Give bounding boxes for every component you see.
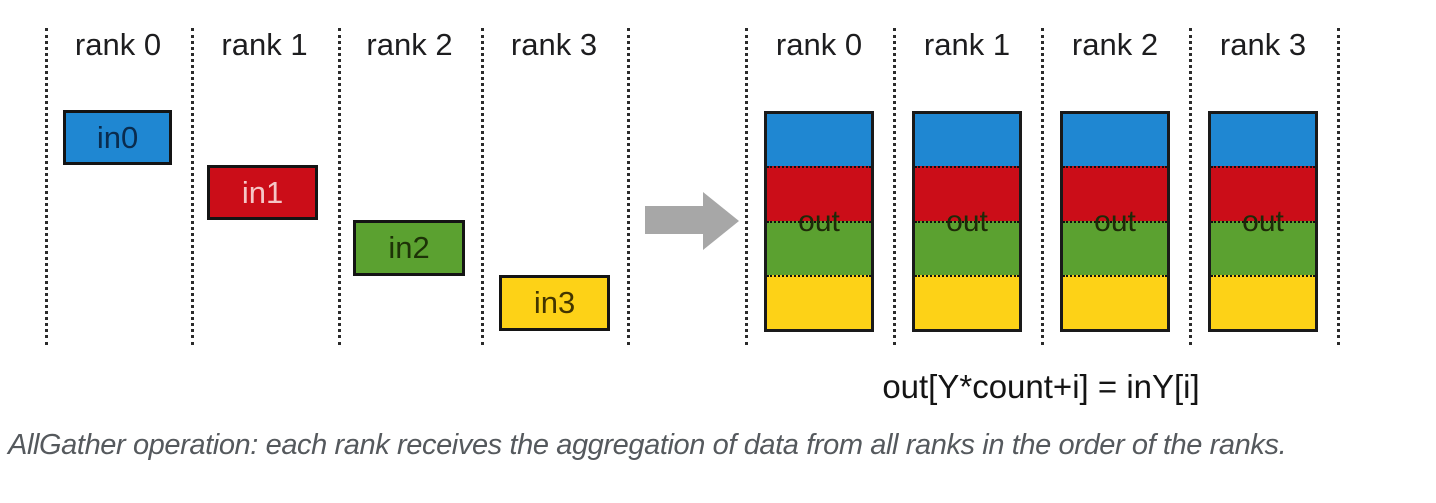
input-buffer-in3: in3 — [499, 275, 610, 331]
rank-divider — [45, 28, 48, 345]
rank-divider — [893, 28, 896, 345]
segment-in2 — [767, 220, 871, 275]
output-buffer-label: out — [946, 204, 988, 238]
segment-in1 — [1063, 166, 1167, 221]
segment-in3 — [915, 274, 1019, 329]
index-formula: out[Y*count+i] = inY[i] — [882, 368, 1200, 405]
input-buffer-in1: in1 — [207, 165, 318, 220]
segment-in2 — [915, 220, 1019, 275]
segment-in3 — [767, 274, 871, 329]
rank-divider — [1337, 28, 1340, 345]
output-stack-rank-2: out — [1060, 111, 1170, 332]
segment-in0 — [1063, 114, 1167, 167]
segment-in0 — [767, 114, 871, 167]
rank-divider — [1041, 28, 1044, 345]
segment-in3 — [1063, 274, 1167, 329]
right-rank-3-label: rank 3 — [1219, 27, 1307, 62]
output-buffer-label: out — [1242, 204, 1284, 238]
segment-in0 — [915, 114, 1019, 167]
output-stack-rank-0: out — [764, 111, 874, 332]
rank-divider — [191, 28, 194, 345]
output-stack-rank-1: out — [912, 111, 1022, 332]
segment-in3 — [1211, 274, 1315, 329]
output-buffer-label: out — [798, 204, 840, 238]
right-rank-1-label: rank 1 — [923, 27, 1011, 62]
segment-in1 — [1211, 166, 1315, 221]
segment-in0 — [1211, 114, 1315, 167]
right-rank-2-label: rank 2 — [1071, 27, 1159, 62]
left-rank-0-label: rank 0 — [74, 27, 162, 62]
rank-divider — [481, 28, 484, 345]
arrow-right-icon — [645, 192, 739, 250]
rank-divider — [745, 28, 748, 345]
rank-divider — [1189, 28, 1192, 345]
arrow-right-shape — [645, 192, 739, 250]
right-rank-0-label: rank 0 — [775, 27, 863, 62]
left-rank-2-label: rank 2 — [366, 27, 453, 62]
rank-divider — [338, 28, 341, 345]
segment-in1 — [767, 166, 871, 221]
left-rank-3-label: rank 3 — [510, 27, 598, 62]
figure-caption: AllGather operation: each rank receives … — [8, 429, 1287, 461]
rank-divider — [627, 28, 630, 345]
input-buffer-in0: in0 — [63, 110, 172, 165]
output-stack-rank-3: out — [1208, 111, 1318, 332]
output-buffer-label: out — [1094, 204, 1136, 238]
input-buffer-in1-label: in1 — [241, 174, 284, 210]
input-buffer-in2-label: in2 — [388, 230, 430, 265]
segment-in2 — [1063, 220, 1167, 275]
segment-in1 — [915, 166, 1019, 221]
segment-in2 — [1211, 220, 1315, 275]
input-buffer-in0-label: in0 — [96, 119, 139, 155]
input-buffer-in2: in2 — [353, 220, 465, 276]
input-buffer-in3-label: in3 — [533, 285, 576, 320]
left-rank-1-label: rank 1 — [221, 27, 308, 62]
